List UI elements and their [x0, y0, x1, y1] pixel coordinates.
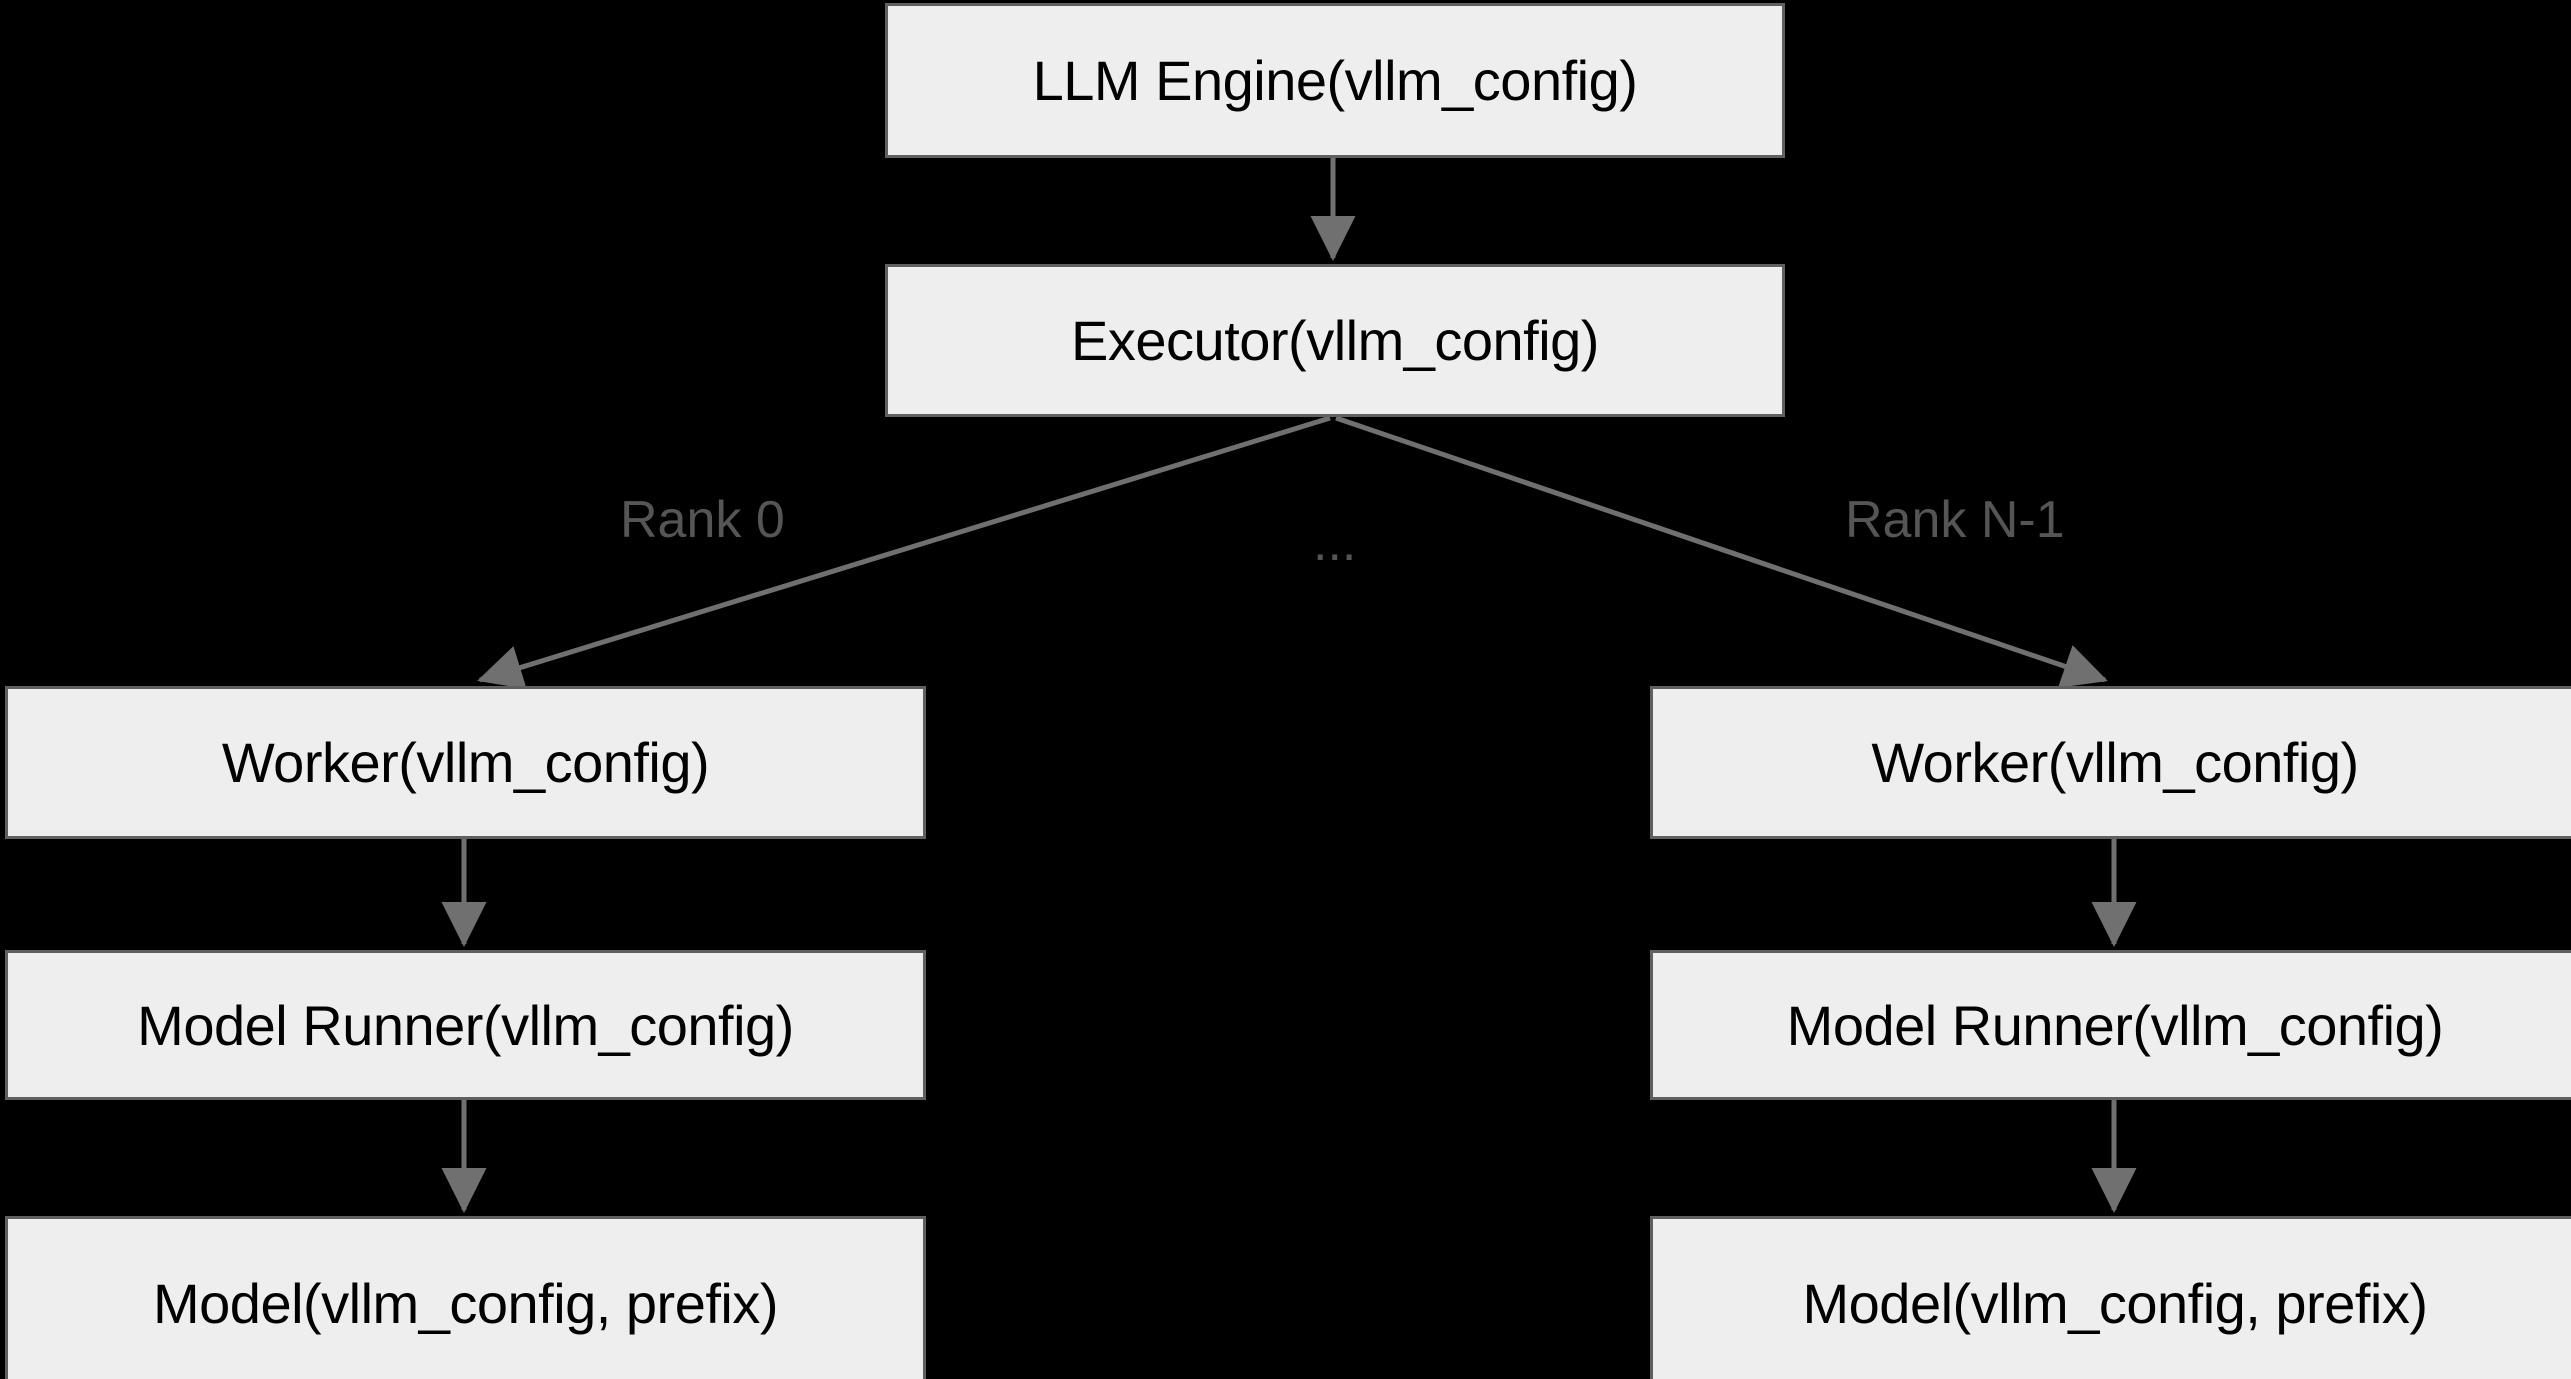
edge-label-rank-0: Rank 0	[620, 491, 785, 549]
node-llm-engine[interactable]: LLM Engine(vllm_config)	[885, 3, 1785, 158]
node-model-rank0[interactable]: Model(vllm_config, prefix)	[5, 1216, 926, 1379]
node-model-rankn[interactable]: Model(vllm_config, prefix)	[1650, 1216, 2571, 1379]
edge-label-rank-n-minus-1: Rank N-1	[1845, 491, 2065, 549]
node-worker-rank0[interactable]: Worker(vllm_config)	[5, 686, 926, 839]
node-model-runner-rank0[interactable]: Model Runner(vllm_config)	[5, 950, 926, 1100]
edge-label-ellipsis: ...	[1313, 514, 1357, 572]
node-executor[interactable]: Executor(vllm_config)	[885, 264, 1785, 417]
edge-executor-to-worker-rank0	[477, 415, 1331, 690]
node-worker-rankn[interactable]: Worker(vllm_config)	[1650, 686, 2571, 839]
node-model-runner-rankn[interactable]: Model Runner(vllm_config)	[1650, 950, 2571, 1100]
